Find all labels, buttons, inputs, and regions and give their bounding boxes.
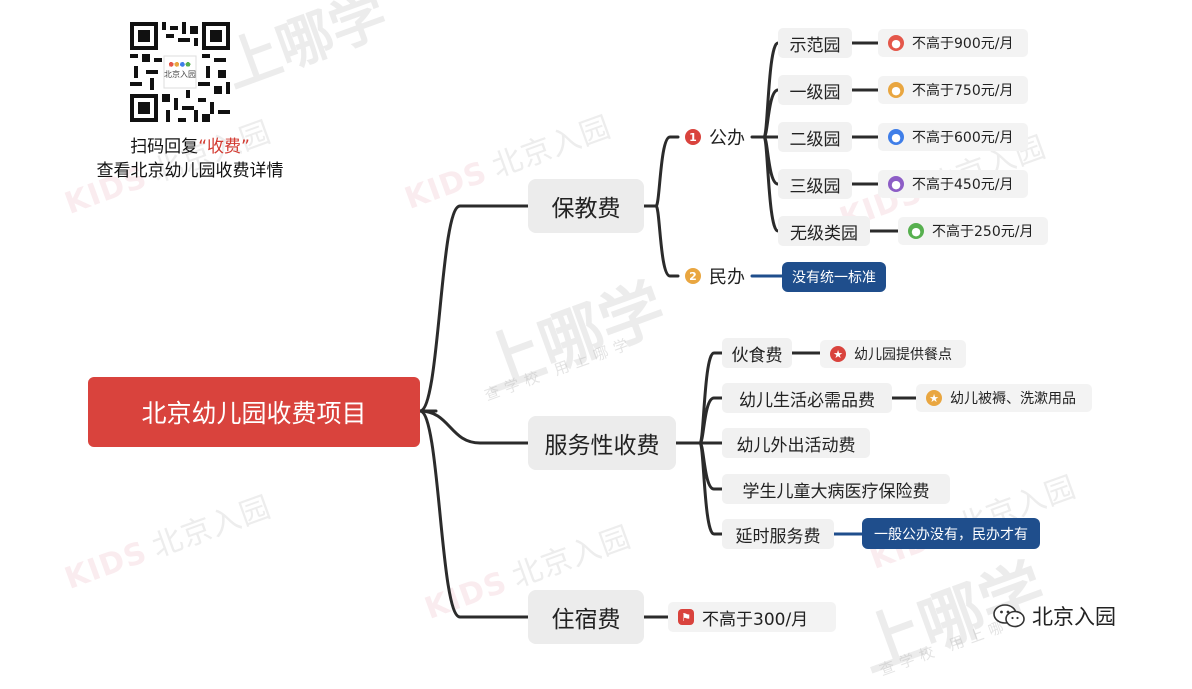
brand-name: 北京入园 [1032, 605, 1116, 629]
person-icon: ● [908, 223, 924, 239]
note-no-standard[interactable]: 没有统一标准 [782, 262, 886, 292]
note-extended-care[interactable]: 一般公办没有，民办才有 [862, 518, 1040, 549]
qr-caption-line2: 查看北京幼儿园收费详情 [96, 161, 284, 181]
note-text: 幼儿园提供餐点 [854, 347, 952, 363]
mindmap-canvas: KIDS北京入园 KIDS北京入园 KIDS北京入园 KIDS北京入园 KIDS… [60, 0, 1116, 686]
public-label: 公办 [709, 128, 745, 149]
star-icon: ★ [830, 346, 846, 362]
node-lodging-fee[interactable]: 住宿费 [528, 590, 644, 644]
star-icon: ★ [926, 390, 942, 406]
note-bedding[interactable]: ★ 幼儿被褥、洗漱用品 [916, 384, 1092, 412]
level-first[interactable]: 一级园 [778, 75, 852, 105]
level-third[interactable]: 三级园 [778, 169, 852, 199]
price-text: 不高于750元/月 [912, 83, 1014, 99]
level-model[interactable]: 示范园 [778, 28, 852, 58]
number-two-icon: 2 [685, 268, 701, 284]
service-outing-fee[interactable]: 幼儿外出活动费 [722, 428, 870, 458]
number-one-icon: 1 [685, 129, 701, 145]
note-meals[interactable]: ★ 幼儿园提供餐点 [820, 340, 966, 368]
price-text: 不高于450元/月 [912, 177, 1014, 193]
price-third[interactable]: ● 不高于450元/月 [878, 170, 1028, 198]
node-service-fee[interactable]: 服务性收费 [528, 416, 676, 470]
service-extended-care-fee[interactable]: 延时服务费 [722, 519, 834, 549]
price-unrated[interactable]: ● 不高于250元/月 [898, 217, 1048, 245]
price-text: 不高于900元/月 [912, 36, 1014, 52]
service-necessities-fee[interactable]: 幼儿生活必需品费 [722, 383, 892, 413]
service-meal-fee[interactable]: 伙食费 [722, 338, 792, 368]
chat-bubble-icon [993, 604, 1025, 628]
node-baojiao-fee[interactable]: 保教费 [528, 179, 644, 233]
level-second[interactable]: 二级园 [778, 122, 852, 152]
brand-mark: 北京入园 [992, 601, 1116, 631]
person-icon: ● [888, 129, 904, 145]
price-first[interactable]: ● 不高于750元/月 [878, 76, 1028, 104]
price-second[interactable]: ● 不高于600元/月 [878, 123, 1028, 151]
connector-lines [418, 41, 918, 619]
qr-code[interactable] [130, 22, 230, 122]
price-model[interactable]: ● 不高于900元/月 [878, 29, 1028, 57]
node-private[interactable]: 2 民办 [678, 263, 752, 289]
person-icon: ● [888, 35, 904, 51]
price-text: 不高于600元/月 [912, 130, 1014, 146]
qr-caption-line1: 扫码回复“收费” [130, 137, 250, 157]
flag-icon: ⚑ [678, 609, 694, 625]
note-text: 幼儿被褥、洗漱用品 [950, 391, 1076, 407]
private-label: 民办 [709, 267, 745, 288]
qr-logo-text: 北京入园 [164, 70, 196, 79]
person-icon: ● [888, 176, 904, 192]
note-lodging[interactable]: ⚑ 不高于300/月 [668, 602, 836, 632]
person-icon: ● [888, 82, 904, 98]
note-text: 不高于300/月 [702, 609, 809, 630]
level-unrated[interactable]: 无级类园 [778, 216, 870, 246]
node-public[interactable]: 1 公办 [678, 124, 752, 150]
root-node[interactable]: 北京幼儿园收费项目 [88, 377, 420, 447]
service-insurance-fee[interactable]: 学生儿童大病医疗保险费 [722, 474, 950, 504]
price-text: 不高于250元/月 [932, 224, 1034, 240]
